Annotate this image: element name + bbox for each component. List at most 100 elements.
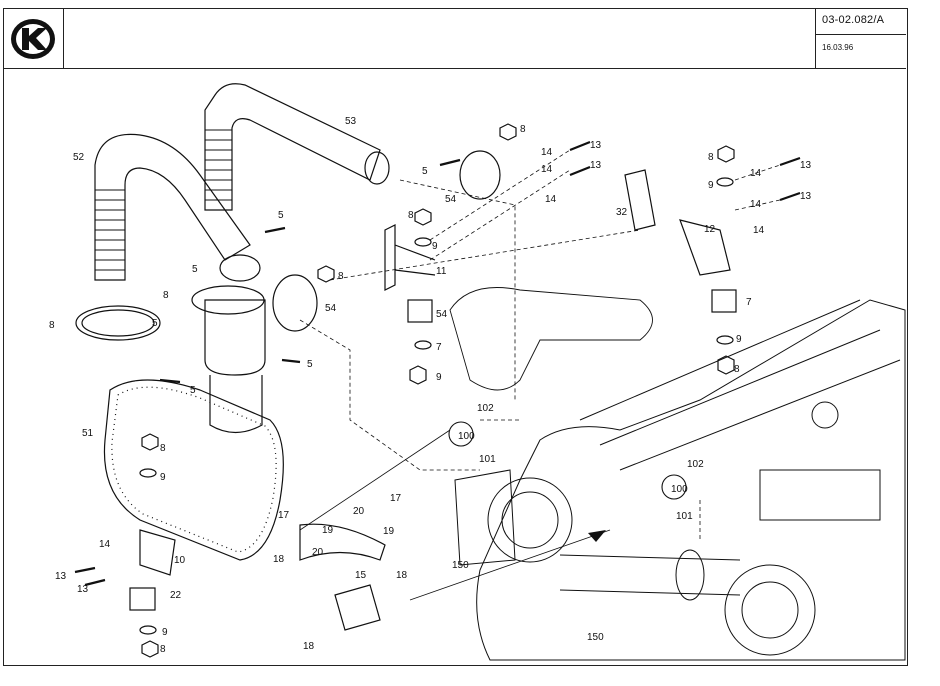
callout-19: 19	[322, 525, 334, 536]
callout-9: 9	[436, 372, 442, 383]
callout-17: 17	[278, 510, 290, 521]
callout-53: 53	[345, 116, 357, 127]
callout-17: 17	[390, 493, 402, 504]
callout-20: 20	[312, 547, 324, 558]
doc-info-cell: 03-02.082/A 16.03.96	[815, 8, 906, 68]
k-brand-logo-icon	[11, 19, 55, 59]
callout-13: 13	[55, 571, 67, 582]
mount-7	[711, 289, 737, 313]
callout-5: 5	[422, 166, 428, 177]
nut-8	[141, 640, 159, 658]
callout-51: 51	[82, 428, 94, 439]
callout-5: 5	[192, 264, 198, 275]
callout-11: 11	[436, 266, 447, 277]
bolt-5	[159, 158, 461, 384]
callout-14: 14	[750, 168, 762, 179]
bolt-13	[74, 140, 801, 587]
callout-14: 14	[99, 539, 111, 550]
callout-18: 18	[396, 570, 408, 581]
callout-18: 18	[273, 554, 285, 565]
divider	[816, 34, 906, 35]
nut-8	[717, 355, 735, 375]
callout-101: 101	[479, 454, 496, 465]
clamp-54-top	[459, 150, 501, 200]
silencer-51	[103, 379, 284, 561]
callout-18: 18	[303, 641, 315, 652]
doc-number: 03-02.082/A	[822, 14, 885, 26]
nut-8	[409, 365, 427, 385]
callout-12: 12	[704, 224, 716, 235]
callout-8: 8	[338, 271, 344, 282]
callout-19: 19	[383, 526, 395, 537]
drawing-frame	[3, 8, 908, 666]
callout-13: 13	[77, 584, 89, 595]
callout-100: 100	[671, 484, 688, 495]
transition-piece	[204, 299, 266, 376]
callout-20: 20	[353, 506, 365, 517]
callout-8: 8	[734, 364, 740, 375]
corrugated-hose-52	[95, 189, 125, 271]
bracket-11	[384, 224, 436, 291]
callout-32: 32	[616, 207, 628, 218]
callout-54: 54	[325, 303, 337, 314]
bracket-12	[679, 219, 731, 276]
corrugated-hose-53	[205, 129, 232, 201]
nut-8	[141, 433, 159, 451]
callout-14: 14	[545, 194, 557, 205]
washer-9	[139, 625, 157, 635]
callout-13: 13	[590, 140, 602, 151]
callout-14: 14	[541, 147, 553, 158]
nut-8	[414, 208, 432, 226]
clamp-54-left	[75, 305, 161, 341]
callout-9: 9	[162, 627, 168, 638]
bracket-10	[139, 529, 176, 576]
pipe-53	[204, 83, 381, 211]
manifold-outline	[449, 287, 653, 391]
doc-date: 16.03.96	[822, 43, 854, 52]
nut-8	[499, 123, 517, 141]
callout-9: 9	[432, 241, 438, 252]
callout-5: 5	[152, 318, 158, 329]
washer-9	[414, 237, 432, 247]
callout-22: 22	[170, 590, 182, 601]
bracket-32	[624, 169, 656, 231]
clamp-54-middle	[272, 274, 318, 332]
callout-13: 13	[590, 160, 602, 171]
callout-54: 54	[445, 194, 457, 205]
callout-9: 9	[160, 472, 166, 483]
callout-8: 8	[163, 290, 169, 301]
callout-14: 14	[541, 164, 553, 175]
callout-5: 5	[307, 359, 313, 370]
washer-9	[716, 177, 734, 187]
callout-8: 8	[408, 210, 414, 221]
callout-8: 8	[708, 152, 714, 163]
callout-7: 7	[436, 342, 442, 353]
callout-14: 14	[750, 199, 762, 210]
callout-10: 10	[174, 555, 186, 566]
bracket-18-lower	[334, 584, 381, 631]
washer-9	[139, 468, 157, 478]
callout-9: 9	[736, 334, 742, 345]
engine-block	[454, 299, 906, 661]
callout-52: 52	[73, 152, 85, 163]
callout-14: 14	[753, 225, 765, 236]
title-block: 03-02.082/A 16.03.96	[3, 8, 906, 69]
callout-102: 102	[477, 403, 494, 414]
callout-8: 8	[160, 443, 166, 454]
nut-8	[717, 145, 735, 163]
bracket-18-upper	[299, 523, 386, 561]
leader-lines	[299, 149, 781, 540]
washer-9	[716, 335, 734, 345]
callout-150: 150	[452, 560, 469, 571]
direction-arrow	[588, 530, 606, 542]
callout-9: 9	[708, 180, 714, 191]
logo-cell	[3, 8, 64, 68]
mount-22	[129, 587, 156, 611]
callout-13: 13	[800, 191, 812, 202]
callout-102: 102	[687, 459, 704, 470]
callout-15: 15	[355, 570, 367, 581]
callout-150: 150	[587, 632, 604, 643]
ref-circle-100	[661, 474, 687, 500]
callout-7: 7	[746, 297, 752, 308]
